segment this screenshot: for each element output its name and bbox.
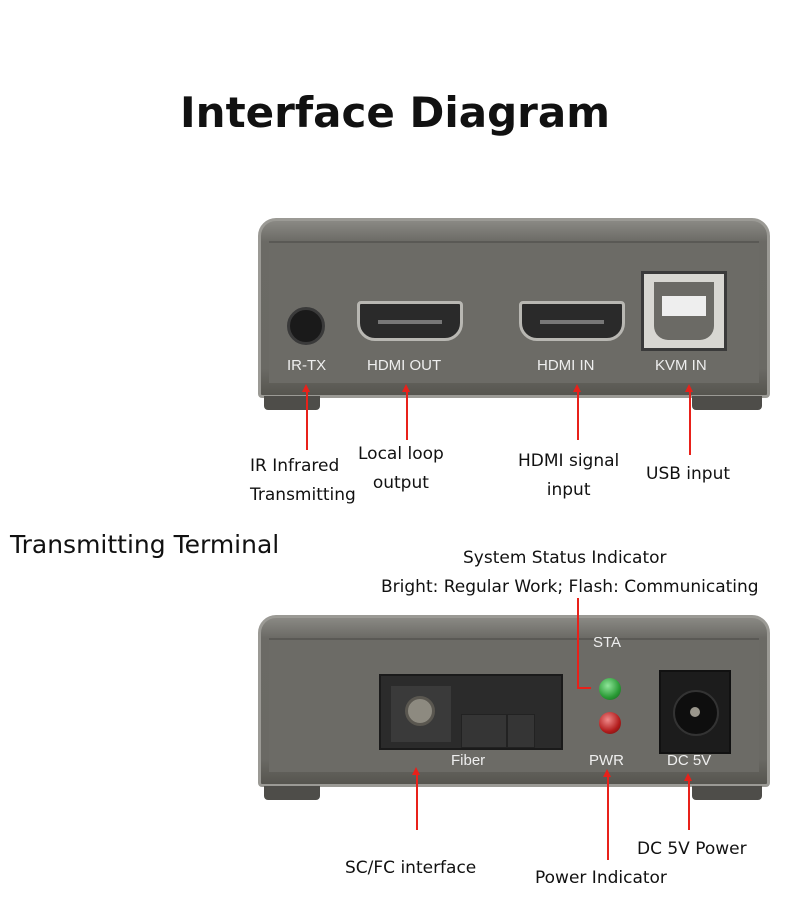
pwr-led-icon <box>599 712 621 734</box>
callout-kvm: USB input <box>646 464 731 484</box>
fiber-port-icon <box>379 674 563 750</box>
callout-pwr: Power Indicator <box>535 868 667 888</box>
ir-jack-icon <box>287 307 325 345</box>
usb-b-port-icon <box>641 271 727 351</box>
section-heading: Transmitting Terminal <box>10 530 280 559</box>
port-label-hdmi-in: HDMI IN <box>537 357 595 374</box>
port-label-sta: STA <box>593 634 622 651</box>
callout-ir-line1: IR Infrared <box>250 456 340 476</box>
page-title: Interface Diagram <box>180 88 610 137</box>
port-label-kvm-in: KVM IN <box>655 357 707 374</box>
port-label-pwr: PWR <box>589 752 624 769</box>
sta-led-icon <box>599 678 621 700</box>
dc-jack-icon <box>659 670 731 754</box>
port-label-ir-tx: IR-TX <box>287 357 327 374</box>
callout-hdmi-in-line2: input <box>546 480 591 500</box>
callout-sta-line2: Bright: Regular Work; Flash: Communicati… <box>381 577 759 597</box>
callout-hdmi-out-line2: output <box>372 473 429 493</box>
callout-ir: IR Infrared Transmitting <box>250 452 356 510</box>
callout-fiber: SC/FC interface <box>345 858 477 878</box>
callout-sta-line1: System Status Indicator <box>463 548 667 568</box>
port-label-hdmi-out: HDMI OUT <box>367 357 442 374</box>
port-label-dc: DC 5V <box>667 752 712 769</box>
callout-hdmi-in: HDMI signal input <box>518 447 619 505</box>
callout-ir-line2: Transmitting <box>250 485 356 505</box>
transmitter-rear-panel: STA Fiber PWR DC 5V <box>258 615 770 787</box>
callout-dc: DC 5V Power <box>637 839 747 859</box>
transmitter-front-panel: IR-TX HDMI OUT HDMI IN KVM IN <box>258 218 770 398</box>
callout-hdmi-out-line1: Local loop <box>358 444 444 464</box>
callout-hdmi-in-line1: HDMI signal <box>518 451 620 471</box>
hdmi-in-port-icon <box>519 301 625 341</box>
port-label-fiber: Fiber <box>451 752 486 769</box>
callout-hdmi-out: Local loop output <box>358 440 444 498</box>
hdmi-out-port-icon <box>357 301 463 341</box>
